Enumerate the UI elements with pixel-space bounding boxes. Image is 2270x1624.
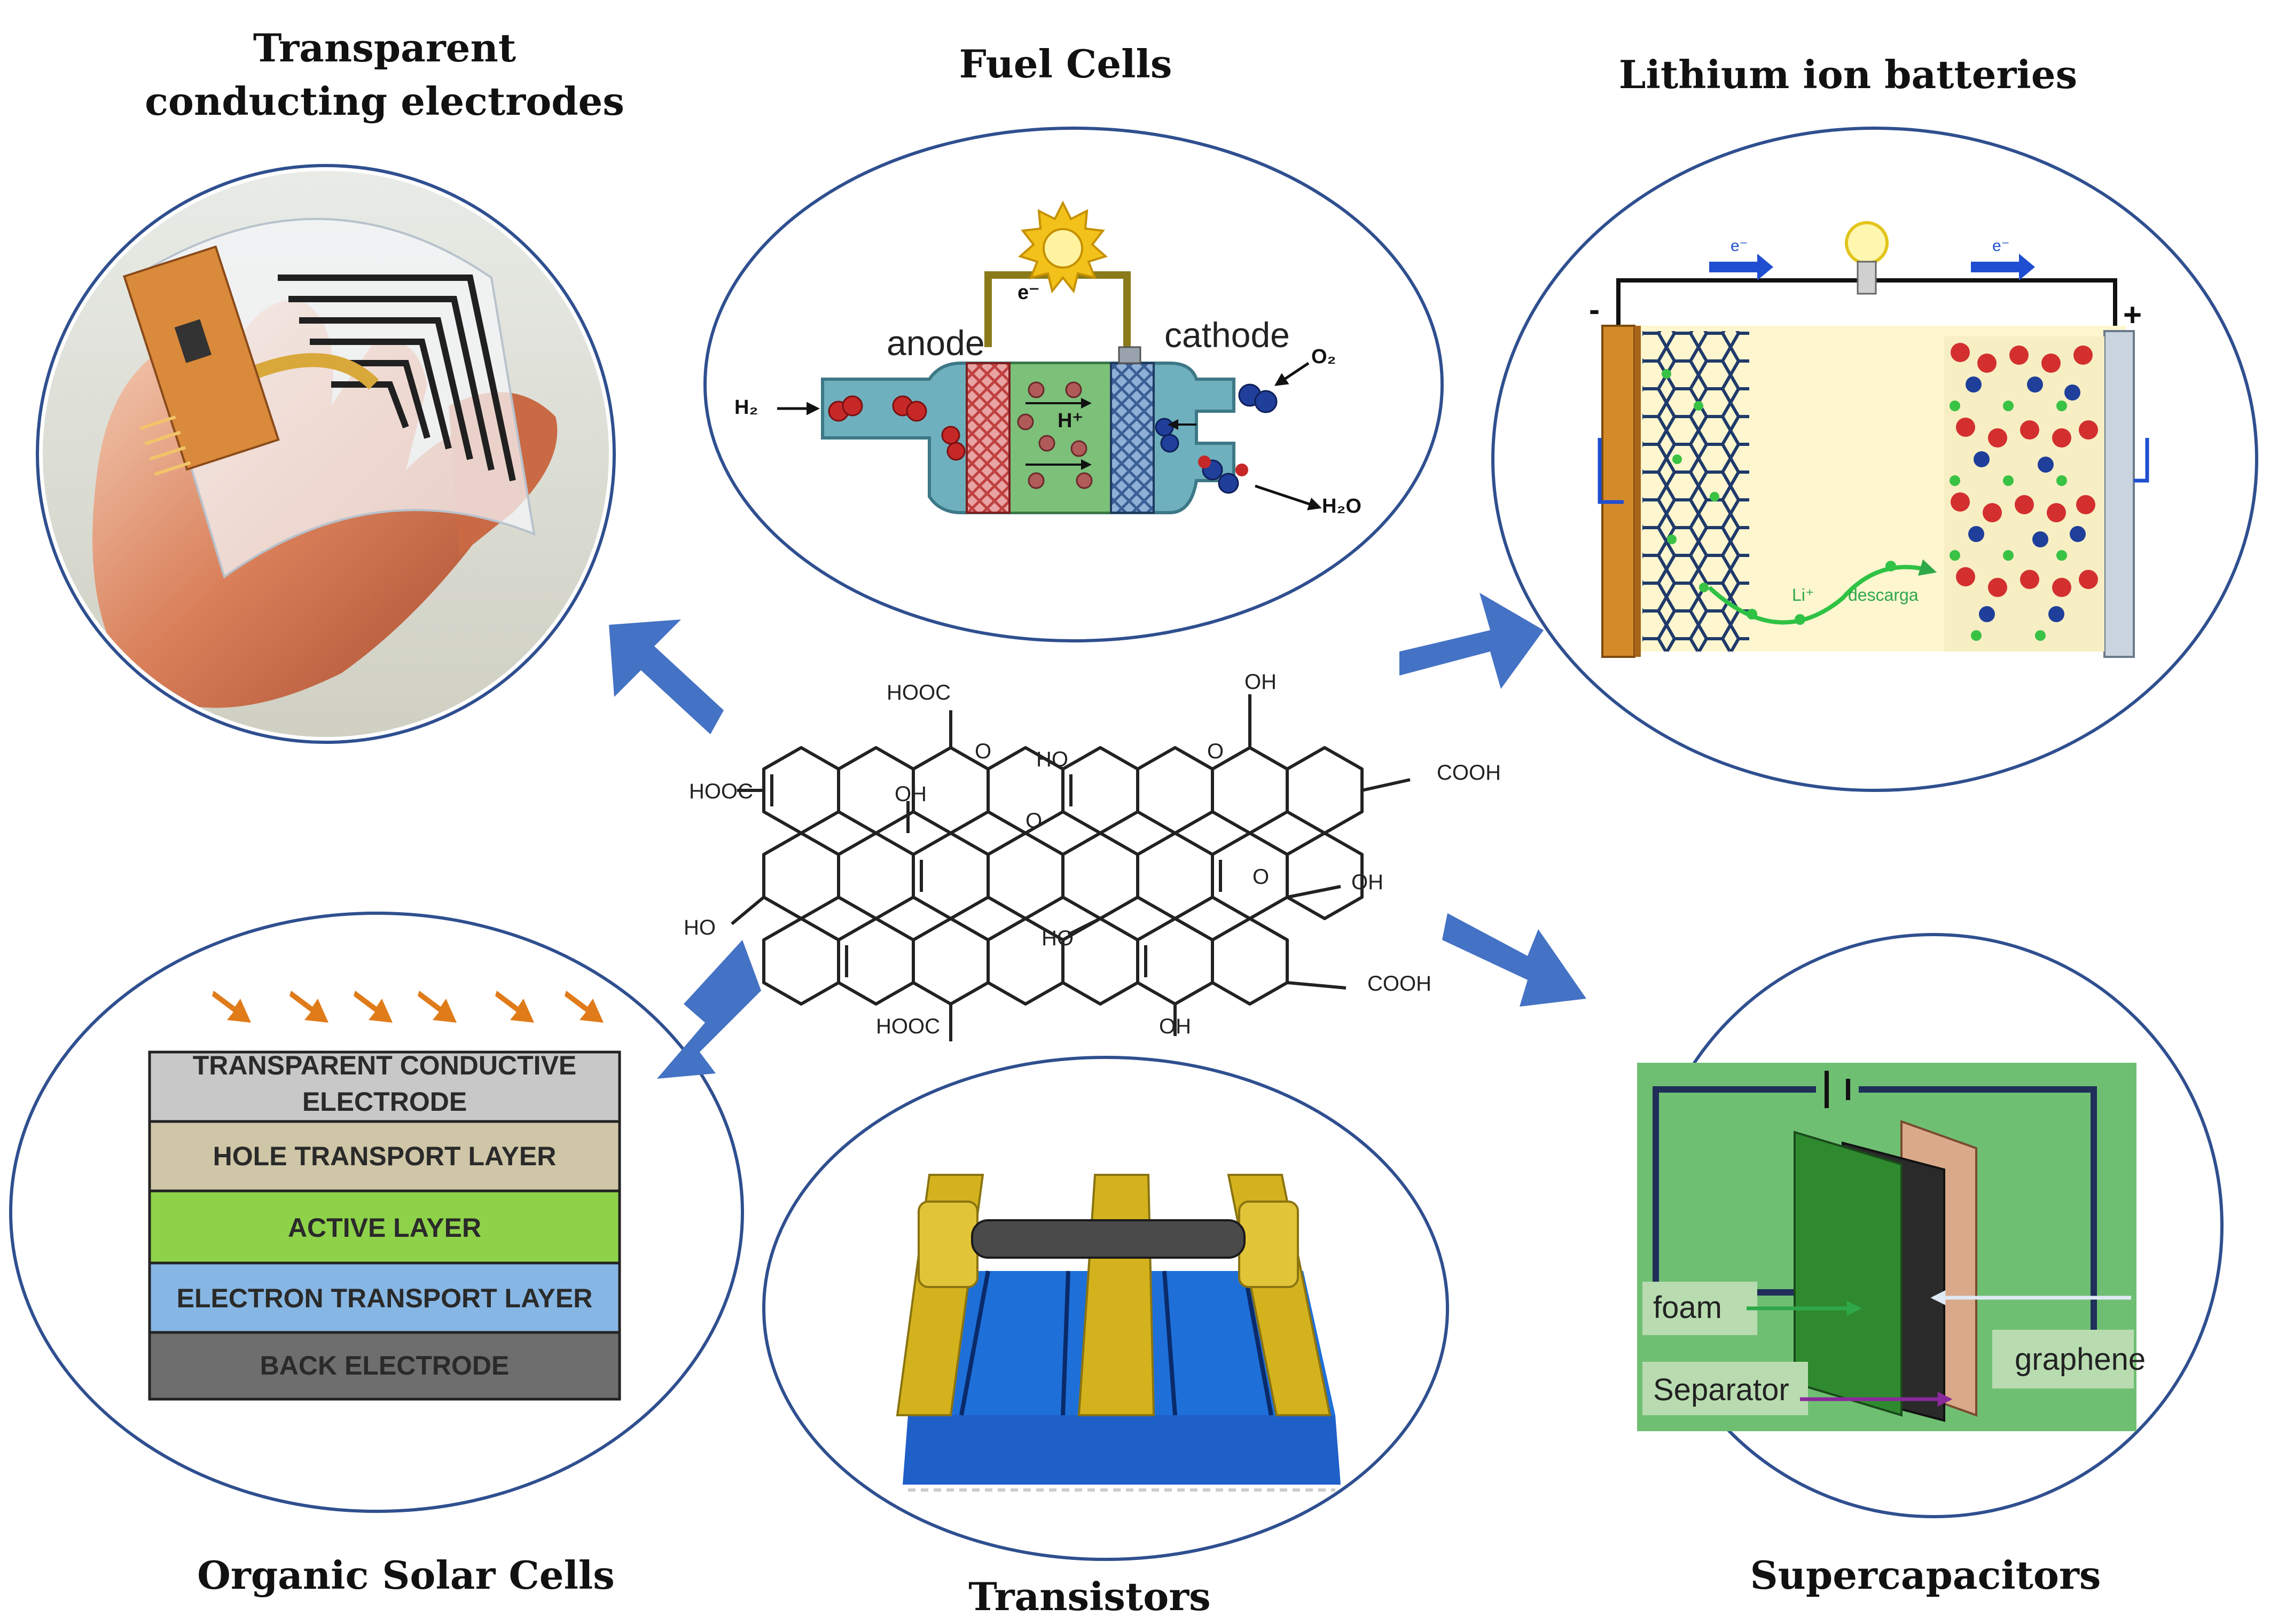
- group-oh-top: OH: [1244, 670, 1277, 694]
- tce-illustration: [36, 164, 616, 744]
- layer-4-label: ELECTRON TRANSPORT LAYER: [177, 1283, 593, 1313]
- fuel-cells-title: Fuel Cells: [959, 41, 1172, 87]
- group-ho-bottom: HO: [1042, 927, 1074, 950]
- layer-2-label: HOLE TRANSPORT LAYER: [213, 1141, 557, 1171]
- group-hooc-top: HOOC: [887, 681, 951, 704]
- supercap-illustration: foam Separator graphene: [1637, 933, 2224, 1518]
- layer-electron-transport: [148, 1261, 621, 1334]
- layer-back-electrode: [148, 1331, 621, 1401]
- layer-1-label-line1: TRANSPARENT CONDUCTIVE: [193, 1050, 577, 1080]
- anode-label: anode: [887, 323, 985, 363]
- arrow-to-supercap: [1442, 913, 1586, 1007]
- arrow-to-tce: [609, 619, 724, 734]
- h2o-label: H₂O: [1322, 495, 1361, 517]
- group-o-1: O: [975, 740, 991, 763]
- transistors-title: Transistors: [968, 1574, 1210, 1619]
- electron-label: e⁻: [1017, 281, 1039, 304]
- arrow-to-solar: [657, 940, 761, 1079]
- layer-1-label-line2: ELECTRODE: [302, 1087, 467, 1117]
- layer-transparent-electrode: [148, 1050, 621, 1123]
- supercap-title: Supercapacitors: [1750, 1552, 2101, 1598]
- cathode-lattice: [1944, 336, 2104, 652]
- group-ho-center: HO: [1036, 748, 1068, 771]
- h2-label: H₂: [734, 396, 758, 419]
- arrow-to-lithium: [1399, 593, 1544, 689]
- e-left-label: e⁻: [1731, 237, 1748, 255]
- application-arrows: [609, 593, 1586, 1079]
- solar-title: Organic Solar Cells: [197, 1552, 615, 1598]
- group-oh-bottom: OH: [1159, 1015, 1191, 1038]
- group-hooc-left: HOOC: [689, 780, 753, 803]
- solar-layer-stack: TRANSPARENT CONDUCTIVE ELECTRODE HOLE TR…: [148, 1050, 621, 1401]
- sunlight-arrows: [212, 991, 604, 1023]
- group-o-3: O: [1026, 809, 1042, 833]
- minus-terminal: -: [1589, 292, 1600, 327]
- e-right-label: e⁻: [1992, 237, 2010, 255]
- discharge-label: descarga: [1848, 585, 1919, 605]
- lithium-battery-illustration: Li⁺ descarga e⁻ e⁻ - +: [1491, 127, 2258, 792]
- li-plus-label: Li⁺: [1792, 585, 1814, 605]
- foam-label: foam: [1653, 1290, 1722, 1325]
- group-o-2: O: [1207, 740, 1224, 763]
- o2-label: O₂: [1311, 346, 1336, 368]
- bulb-icon: [1845, 221, 1889, 295]
- tce-title-line1: Transparent: [253, 25, 516, 70]
- layer-hole-transport: [148, 1120, 621, 1192]
- group-cooh-right: COOH: [1437, 761, 1501, 784]
- layer-5-label: BACK ELECTRODE: [260, 1351, 510, 1380]
- nanotube: [971, 1219, 1246, 1259]
- tce-title-line2: conducting electrodes: [145, 79, 624, 124]
- group-cooh-bottom-right: COOH: [1367, 972, 1431, 995]
- fuel-cell-illustration: e⁻: [703, 127, 1444, 642]
- group-oh-mid: OH: [895, 782, 927, 806]
- graphene-oxide-structure: [731, 694, 1411, 1041]
- separator-label: Separator: [1653, 1372, 1789, 1407]
- group-oh-right: OH: [1351, 870, 1383, 894]
- hplus-label: H⁺: [1058, 410, 1083, 432]
- plus-terminal: +: [2123, 297, 2142, 333]
- layer-3-label: ACTIVE LAYER: [288, 1213, 481, 1243]
- solar-cell-illustration: TRANSPARENT CONDUCTIVE ELECTRODE HOLE TR…: [9, 912, 744, 1513]
- transistor-illustration: [762, 1056, 1449, 1561]
- bulb-icon: [1018, 200, 1108, 294]
- group-o-4: O: [1253, 865, 1269, 889]
- group-hooc-bottom: HOOC: [876, 1015, 940, 1038]
- cathode-label: cathode: [1164, 315, 1290, 355]
- graphene-label: graphene: [2015, 1342, 2146, 1377]
- group-ho-left: HO: [684, 916, 716, 939]
- layer-active: [148, 1189, 621, 1265]
- lithium-title: Lithium ion batteries: [1619, 52, 2077, 97]
